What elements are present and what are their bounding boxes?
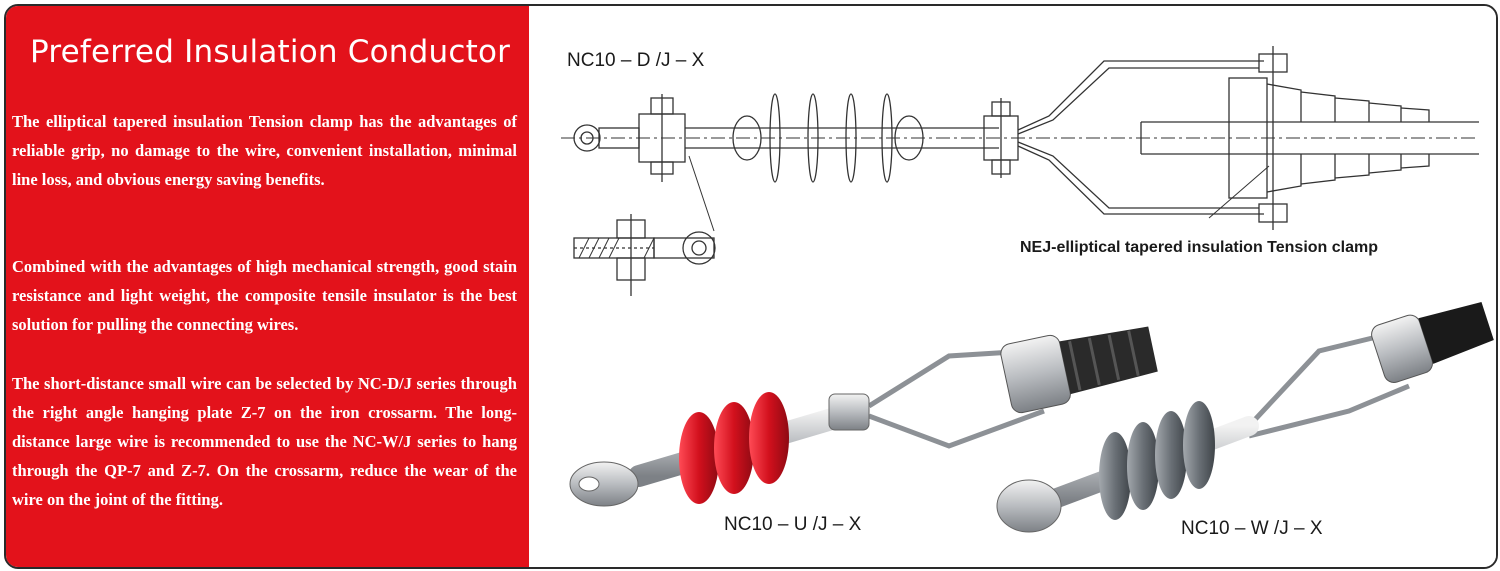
panel-title: Preferred Insulation Conductor — [30, 34, 511, 70]
paragraph-composite-insulator: Combined with the advantages of high mec… — [12, 257, 517, 334]
photo-grey-insulator — [996, 301, 1494, 533]
description-panel: Preferred Insulation Conductor The ellip… — [6, 6, 529, 567]
paragraph-advantages: The elliptical tapered insulation Tensio… — [12, 112, 517, 189]
infographic-frame: Preferred Insulation Conductor The ellip… — [4, 4, 1498, 569]
drawing-model-label: NC10 – D /J – X — [567, 50, 705, 71]
hatch-marks — [578, 237, 655, 259]
photo-red-insulator — [569, 326, 1158, 507]
paragraph-series-selection: The short-distance small wire can be sel… — [12, 374, 517, 509]
clamp-caption: NEJ-elliptical tapered insulation Tensio… — [1020, 239, 1378, 256]
figure-panel: NC10 – D /J – X — [529, 6, 1496, 567]
photo-right-label: NC10 – W /J – X — [1181, 518, 1323, 539]
photo-left-label: NC10 – U /J – X — [724, 514, 862, 535]
product-illustration: NC10 – D /J – X — [561, 46, 1494, 539]
technical-drawing — [561, 46, 1479, 296]
